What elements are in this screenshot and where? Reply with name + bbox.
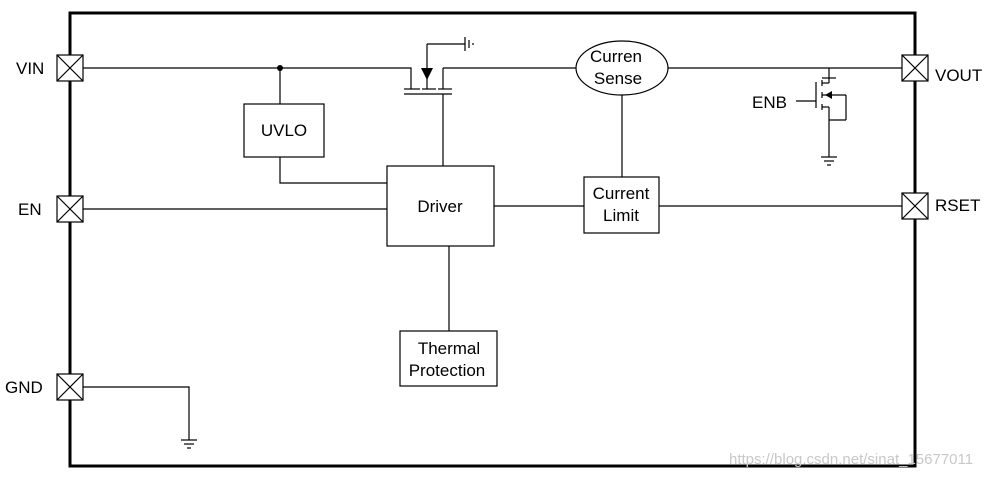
pin-vout-terminal	[901, 54, 929, 82]
transistor-ground-symbol	[427, 37, 474, 51]
driver-block: Driver	[386, 165, 495, 247]
uvlo-block: UVLO	[243, 103, 325, 158]
current-sense-label-line1: Curren	[590, 47, 642, 66]
pin-label-vout: VOUT	[935, 66, 982, 85]
pin-vin-terminal	[56, 54, 84, 82]
pin-rset-terminal	[901, 192, 929, 220]
discharge-ground-symbol	[821, 156, 837, 166]
gnd-wire	[83, 386, 190, 440]
current-limit-block: Current Limit	[583, 176, 660, 234]
vin-wire	[83, 67, 412, 80]
pin-en-terminal	[56, 195, 84, 223]
discharge-transistor-symbol	[796, 68, 847, 157]
pin-gnd-terminal	[56, 373, 84, 401]
pin-label-gnd: GND	[5, 378, 43, 397]
thermal-protection-block: Thermal Protection	[399, 330, 498, 387]
pin-label-en: EN	[18, 200, 42, 219]
thermal-label-line1: Thermal	[418, 339, 480, 358]
thermal-label-line2: Protection	[409, 361, 486, 380]
watermark-text: https://blog.csdn.net/sinat_15677011	[729, 451, 973, 468]
driver-label: Driver	[417, 197, 463, 216]
enb-label: ENB	[752, 93, 787, 112]
pin-label-rset: RSET	[935, 196, 980, 215]
pass-transistor-symbol	[404, 44, 452, 166]
uvlo-label: UVLO	[261, 121, 307, 140]
current-limit-label-line2: Limit	[603, 206, 639, 225]
pin-label-vin: VIN	[16, 59, 44, 78]
current-sense-block: Curren Sense	[575, 40, 669, 96]
gnd-ground-symbol	[181, 439, 197, 449]
current-limit-label-line1: Current	[593, 184, 650, 203]
chip-outline	[68, 11, 917, 468]
current-sense-label-line2: Sense	[594, 69, 642, 88]
uvlo-to-driver-wire	[279, 157, 387, 184]
